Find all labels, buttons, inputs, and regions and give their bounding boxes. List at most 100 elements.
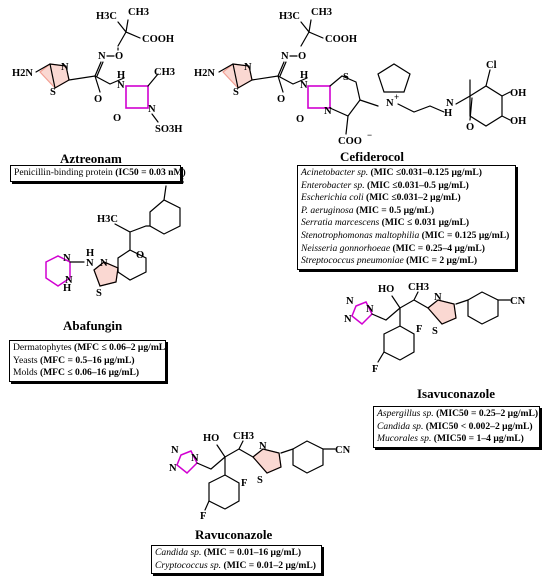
svg-text:N: N	[63, 253, 71, 264]
svg-text:S: S	[257, 475, 263, 486]
aztreonam-name: Aztreonam	[60, 151, 122, 166]
aztreonam-cooh-label: COOH	[142, 34, 174, 45]
svg-text:N: N	[259, 441, 267, 452]
svg-text:F: F	[241, 478, 247, 489]
aztreonam-so3h: SO3H	[155, 124, 182, 135]
svg-text:+: +	[394, 92, 399, 102]
svg-text:H: H	[63, 283, 71, 294]
svg-text:N: N	[171, 445, 179, 456]
aztreonam-oxime-n: N	[98, 51, 106, 62]
aztreonam-thiazole-s: S	[50, 87, 56, 98]
svg-text:N: N	[86, 258, 94, 269]
svg-text:F: F	[416, 324, 422, 335]
ravuconazole-structure: HO CH3 N N N N S CN F F	[169, 431, 351, 522]
svg-text:S: S	[343, 72, 349, 83]
cefiderocol-activity-line: Acinetobacter sp. (MIC ≤0.031–0.125 μg/m…	[301, 167, 482, 178]
aztreonam-ch3-2: CH3	[154, 67, 175, 78]
ravuconazole-name: Ravuconazole	[195, 527, 273, 542]
isavuconazole-activity-box: Aspergillus sp. (MIC50 = 0.25–2 μg/mL) C…	[373, 406, 540, 448]
abafungin-structure: CH3 H3C O N H N H N N S	[45, 176, 184, 299]
svg-text:HO: HO	[378, 284, 394, 295]
aztreonam-nh-h: H	[117, 70, 125, 81]
aztreonam-structure: H3C CH3 COOH N O H2N N S O H N CH3 O N S…	[12, 7, 182, 135]
svg-text:N: N	[344, 314, 352, 325]
abafungin-name: Abafungin	[63, 318, 123, 333]
cefiderocol-activity-line: Serratia marcescens (MIC ≤ 0.031 μg/mL)	[301, 217, 470, 229]
cefiderocol-activity-line: P. aeruginosa (MIC = 0.5 μg/mL)	[301, 204, 435, 216]
svg-text:S: S	[96, 288, 102, 299]
aztreonam-nh-n: N	[117, 80, 125, 91]
svg-text:N: N	[346, 296, 354, 307]
svg-text:N: N	[446, 98, 454, 109]
abafungin-h3c: H3C	[97, 214, 118, 225]
svg-text:CN: CN	[335, 445, 351, 456]
svg-text:S: S	[233, 87, 239, 98]
svg-text:N: N	[169, 463, 177, 474]
aztreonam-ch3-label: CH3	[128, 7, 149, 18]
svg-text:CN: CN	[510, 296, 526, 307]
isavuconazole-structure: HO CH3 N N N N S CN F F	[344, 282, 526, 375]
cefiderocol-activity-line: Escherichia coli (MIC ≤0.031–2 μg/mL)	[301, 192, 461, 204]
svg-text:N: N	[191, 453, 199, 464]
svg-text:O: O	[466, 122, 474, 133]
abafungin-activity-line: Dermatophytes (MFC ≤ 0.06–2 μg/mL)	[13, 342, 169, 353]
cefiderocol-structure: H3C CH3 COOH N O H2N N S O H N S O N COO…	[194, 7, 526, 147]
cefiderocol-activity-line: Enterobacter sp. (MIC ≤0.031–0.5 μg/mL)	[301, 179, 469, 191]
svg-text:O: O	[298, 51, 306, 62]
isavuconazole-activity-line: Candida sp. (MIC50 < 0.002–2 μg/mL)	[377, 420, 533, 432]
aztreonam-lactam-o: O	[113, 113, 121, 124]
abafungin-activity-box: Dermatophytes (MFC ≤ 0.06–2 μg/mL) Yeast…	[9, 340, 169, 382]
cefiderocol-activity-box: Acinetobacter sp. (MIC ≤0.031–0.125 μg/m…	[297, 165, 516, 270]
svg-text:N: N	[434, 292, 442, 303]
abafungin-activity-line: Molds (MFC ≤ 0.06–16 μg/mL)	[13, 367, 140, 379]
svg-text:CH3: CH3	[311, 7, 332, 18]
svg-text:CH3: CH3	[408, 282, 429, 293]
isavuconazole-activity-line: Aspergillus sp. (MIC50 = 0.25–2 μg/mL)	[377, 408, 539, 419]
cefiderocol-activity-line: Neisseria gonnorhoeae (MIC = 0.25–4 μg/m…	[301, 242, 485, 254]
svg-text:N: N	[65, 275, 73, 286]
svg-text:S: S	[432, 326, 438, 337]
aztreonam-activity-box: Penicillin-binding protein (IC50 = 0.03 …	[10, 165, 186, 182]
svg-text:HO: HO	[203, 433, 219, 444]
svg-text:N: N	[366, 304, 374, 315]
aztreonam-lactam-n: N	[148, 104, 156, 115]
abafungin-activity-line: Yeasts (MFC = 0.5–16 μg/mL)	[13, 354, 135, 366]
svg-text:N: N	[281, 51, 289, 62]
aztreonam-amide-o: O	[94, 94, 102, 105]
svg-text:−: −	[367, 130, 372, 140]
aztreonam-h3c-label: H3C	[96, 11, 117, 22]
ravuconazole-activity-line: Cryptococcus sp. (MIC = 0.01–2 μg/mL)	[155, 559, 316, 571]
ravuconazole-activity-box: Candida sp. (MIC = 0.01–16 μg/mL) Crypto…	[151, 545, 322, 575]
svg-text:N: N	[100, 258, 108, 269]
cefiderocol-name: Cefiderocol	[340, 149, 405, 164]
isavuconazole-activity-line: Mucorales sp. (MIC50 = 1–4 μg/mL)	[377, 433, 524, 445]
svg-text:N: N	[386, 98, 394, 109]
svg-text:F: F	[200, 511, 206, 522]
svg-text:COOH: COOH	[325, 34, 357, 45]
aztreonam-activity-line: Penicillin-binding protein (IC50 = 0.03 …	[14, 167, 186, 178]
svg-text:Cl: Cl	[486, 60, 497, 71]
svg-text:O: O	[277, 94, 285, 105]
cefiderocol-activity-line: Stenotrophomonas maltophilia (MIC = 0.12…	[301, 229, 510, 241]
ravuconazole-activity-line: Candida sp. (MIC = 0.01–16 μg/mL)	[155, 547, 302, 558]
svg-text:H: H	[300, 70, 308, 81]
svg-text:N: N	[244, 62, 252, 73]
aztreonam-thiazole-n: N	[61, 62, 69, 73]
svg-text:OH: OH	[510, 88, 526, 99]
svg-text:O: O	[136, 250, 144, 261]
svg-text:N: N	[300, 80, 308, 91]
svg-text:OH: OH	[510, 116, 526, 127]
aztreonam-oxime-o: O	[115, 51, 123, 62]
svg-text:H2N: H2N	[194, 68, 215, 79]
svg-text:F: F	[372, 364, 378, 375]
svg-text:H: H	[444, 108, 452, 119]
svg-text:H3C: H3C	[279, 11, 300, 22]
svg-text:N: N	[324, 106, 332, 117]
cefiderocol-activity-line: Streptococcus pneumoniae (MIC = 2 μg/mL)	[301, 255, 478, 267]
svg-text:H: H	[86, 248, 94, 259]
svg-text:O: O	[296, 114, 304, 125]
svg-text:CH3: CH3	[233, 431, 254, 442]
aztreonam-h2n-label: H2N	[12, 68, 33, 79]
